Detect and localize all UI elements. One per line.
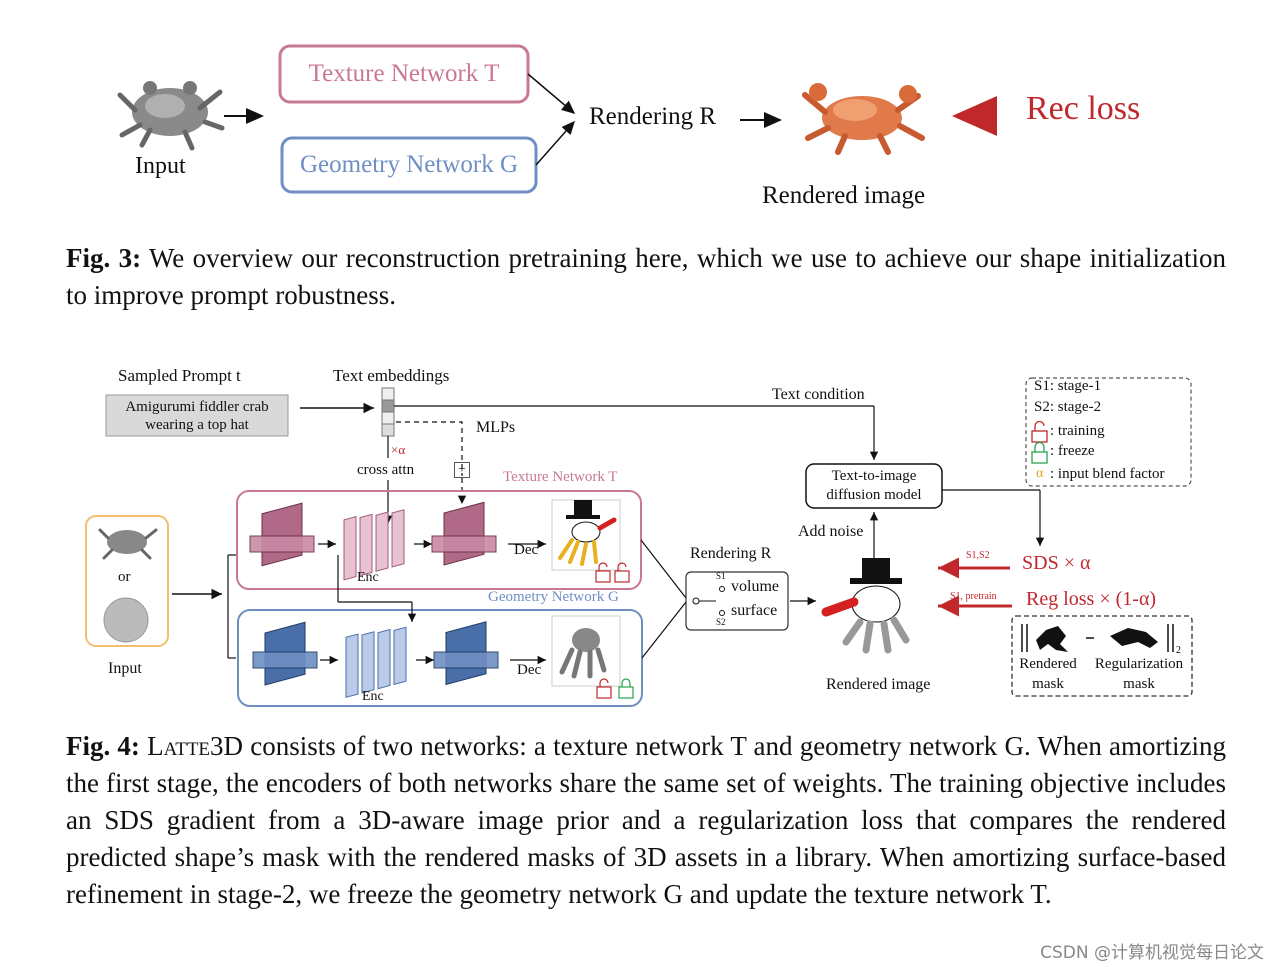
surface-label: surface — [731, 602, 778, 619]
fig4-caption: Fig. 4: Latte3D consists of two networks… — [66, 728, 1226, 913]
fig3-diagram — [117, 44, 997, 194]
volume-stage-tag: S1 — [716, 571, 726, 581]
legend-freeze: : freeze — [1050, 443, 1095, 459]
geometry-triplane-input — [252, 621, 318, 686]
surface-stage-tag: S2 — [716, 617, 726, 627]
fig4-caption-name: Latte3D — [147, 731, 244, 761]
legend-s2: S2: stage-2 — [1034, 399, 1102, 415]
sampled-prompt-label: Sampled Prompt t — [118, 366, 241, 385]
fig3-caption-prefix: Fig. 3: — [66, 243, 142, 273]
fig4-input-box — [85, 515, 169, 647]
geometry-triplane-output — [433, 621, 499, 686]
texture-triplane-input — [249, 502, 315, 567]
reg-stage-tag: S1, pretrain — [950, 591, 997, 602]
fig4-texture-network-label: Texture Network T — [503, 469, 618, 485]
texture-encoder-stack — [343, 509, 405, 581]
fig3-texture-network-label: Texture Network T — [308, 60, 500, 87]
fig4-input-label: Input — [108, 660, 142, 677]
fig3-rendering-label: Rendering R — [589, 103, 717, 130]
geometry-enc-label: Enc — [362, 689, 384, 704]
add-noise-label: Add noise — [798, 523, 864, 540]
fig4-geometry-network-label: Geometry Network G — [488, 589, 619, 605]
prompt-box — [105, 394, 289, 437]
sds-stage-tag: S1,S2 — [966, 550, 990, 561]
legend-training: : training — [1050, 423, 1105, 439]
texture-output-crab-cube — [551, 499, 621, 571]
reg-loss-label: Reg loss × (1-α) — [1026, 588, 1157, 610]
volume-label: volume — [731, 578, 779, 595]
legend-box — [1025, 377, 1192, 487]
sds-loss-label: SDS × α — [1022, 552, 1091, 574]
plus-node: + — [454, 462, 470, 478]
texture-enc-label: Enc — [357, 570, 379, 585]
fig4-input-crab — [98, 528, 158, 560]
fig4-input-sphere — [103, 597, 149, 643]
geometry-s2-freeze-lock-icon — [618, 678, 634, 699]
legend-alpha-symbol: α — [1036, 466, 1044, 481]
text-embeddings-label: Text embeddings — [333, 366, 450, 385]
fig3-caption: Fig. 3: We overview our reconstruction p… — [66, 240, 1226, 314]
cross-attn-label: cross attn — [357, 462, 415, 478]
text-condition-label: Text condition — [772, 386, 865, 403]
regularization-mask-label: Regularization mask — [1094, 656, 1184, 692]
fig3-caption-text: We overview our reconstruction pretraini… — [66, 243, 1226, 310]
texture-triplane-output — [431, 501, 497, 566]
fig4-caption-text: consists of two networks: a texture netw… — [66, 731, 1227, 909]
times-alpha-label: ×α — [391, 442, 406, 457]
rendered-mask-label: Rendered mask — [1019, 656, 1077, 692]
watermark: CSDN @计算机视觉每日论文 — [1040, 943, 1264, 963]
input-or-label: or — [118, 569, 131, 585]
regularization-mask-silhouette — [1110, 628, 1158, 648]
fig3-rendered-image-label: Rendered image — [762, 182, 926, 209]
diffusion-model-box — [805, 463, 943, 509]
texture-s1-training-lock-icon — [595, 562, 611, 583]
mlps-label: MLPs — [476, 419, 516, 436]
norm-subscript: 2 — [1176, 645, 1181, 656]
rendering-selector-box — [685, 571, 789, 631]
geometry-dec-label: Dec — [517, 662, 542, 678]
text-embedding-column — [381, 387, 395, 437]
legend-training-lock-icon — [1031, 420, 1048, 443]
legend-blend: : input blend factor — [1050, 466, 1165, 482]
rendered-crab-image — [802, 83, 925, 155]
fig4-rendered-image-label: Rendered image — [826, 676, 931, 693]
fig3-geometry-network-label: Geometry Network G — [300, 151, 518, 178]
fig4-rendered-crab-image — [821, 558, 910, 654]
fig4-caption-prefix: Fig. 4: — [66, 731, 140, 761]
geometry-s1-training-lock-icon — [596, 678, 612, 699]
fig4-diagram: 2 — [85, 377, 1193, 707]
legend-freeze-lock-icon — [1031, 441, 1048, 464]
geometry-encoder-stack — [345, 626, 407, 698]
diffusion-model-label: Text-to-image diffusion model — [826, 468, 922, 503]
fig4-rendering-label: Rendering R — [690, 545, 772, 562]
rendered-mask-silhouette — [1036, 626, 1068, 652]
texture-dec-label: Dec — [514, 542, 539, 558]
prompt-text: Amigurumi fiddler crab wearing a top hat — [125, 398, 269, 433]
input-crab-image — [117, 81, 225, 151]
texture-s2-training-lock-icon — [614, 562, 630, 583]
geometry-output-crab-cube — [551, 615, 621, 687]
fig3-input-label: Input — [135, 153, 186, 179]
fig3-rec-loss-label: Rec loss — [1026, 90, 1141, 127]
legend-s1: S1: stage-1 — [1034, 378, 1102, 394]
